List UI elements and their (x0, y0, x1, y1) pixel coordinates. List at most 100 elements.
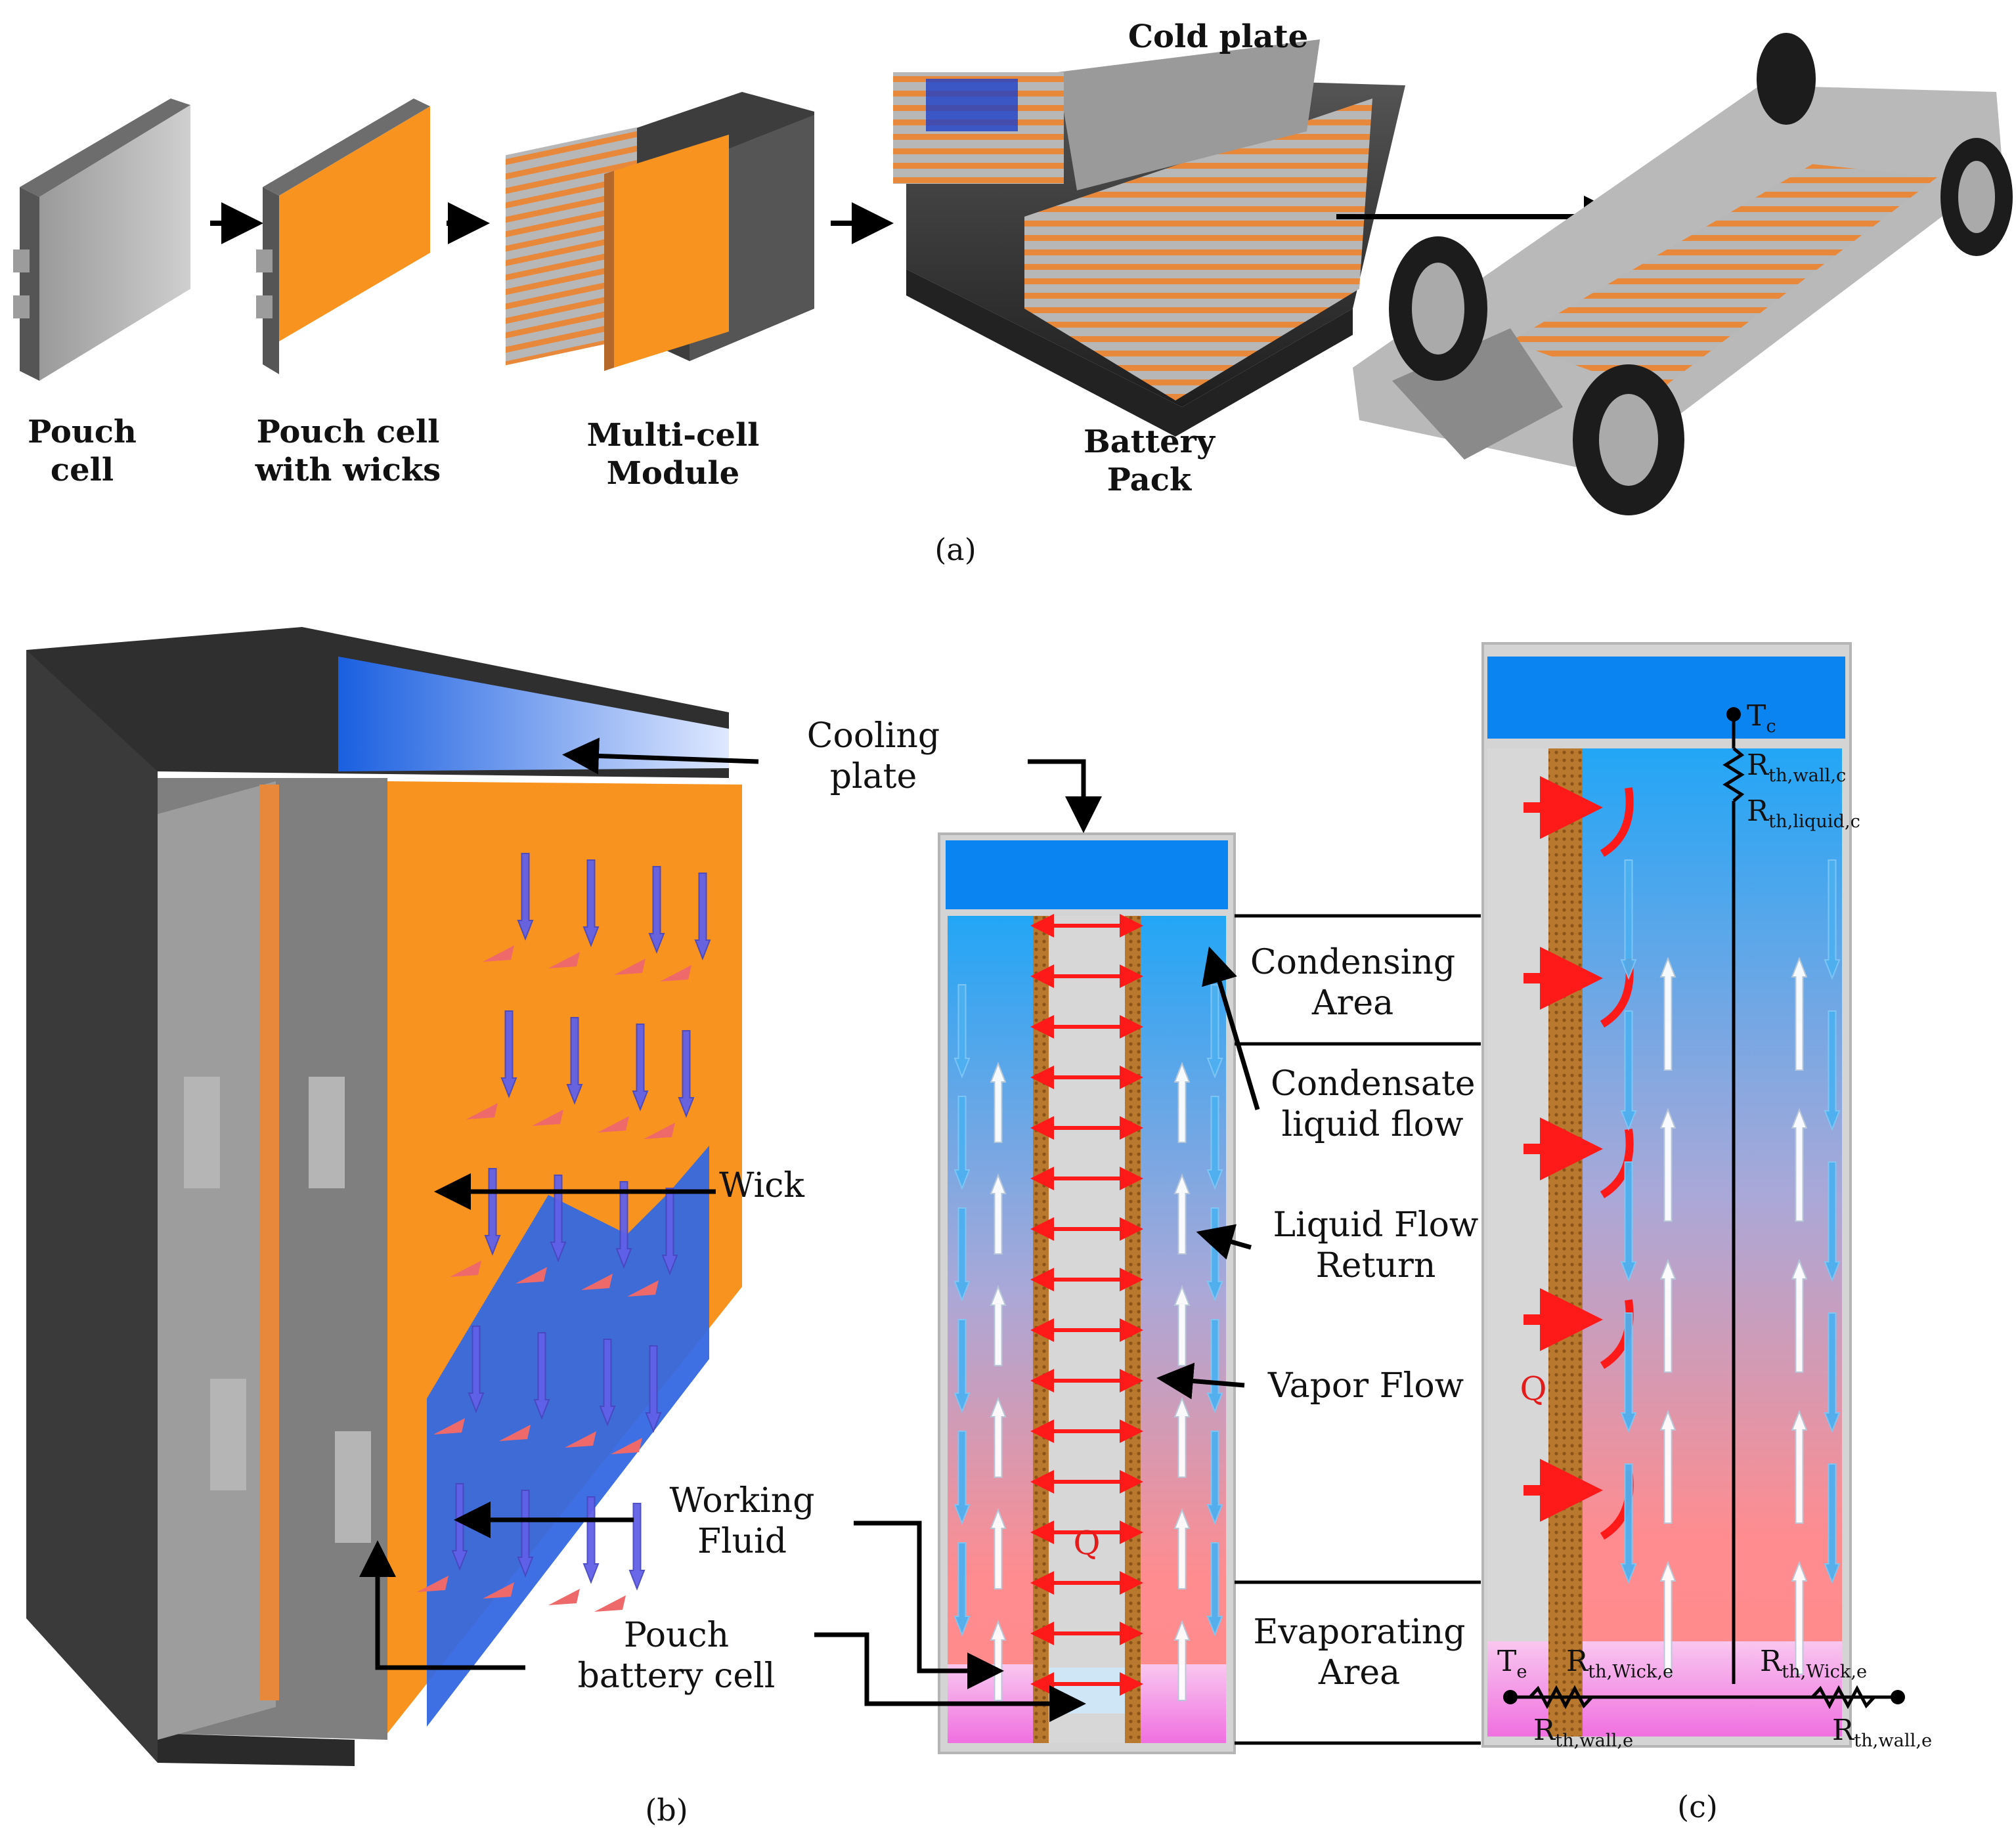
vapor-arrow-c (1791, 957, 1808, 1071)
c-flow-arrows (1620, 859, 1841, 1675)
blue-down-arrow (632, 1024, 649, 1112)
liquid-arrow-c (1824, 859, 1841, 980)
blue-down-arrow (645, 1345, 662, 1433)
liquid-arrow-c (1620, 1463, 1637, 1584)
panel-b (26, 627, 759, 1766)
label-r-wall-e-left: Rth,wall,e (1533, 1714, 1634, 1751)
c-cooling-plate (1487, 657, 1845, 739)
red-side-arrow (548, 952, 580, 968)
liquid-arrow (953, 984, 971, 1079)
panel-middle (814, 759, 1481, 1754)
cell-wick-strip (259, 785, 279, 1700)
vapor-arrow (990, 1396, 1007, 1478)
vapor-arrow (1173, 1508, 1191, 1589)
red-side-arrow (483, 1582, 514, 1599)
cold-plate-label: Cold plate (1128, 18, 1308, 55)
blue-down-arrow (694, 873, 711, 961)
vapor-arrow-c (1659, 1259, 1676, 1373)
red-side-arrow (417, 1576, 449, 1592)
battery-pack-graphic (893, 39, 1405, 437)
vapor-arrow (1173, 1173, 1191, 1255)
tab-3 (210, 1379, 246, 1490)
red-side-arrow (594, 1595, 626, 1612)
pointer-working-fluid-mid (854, 1521, 1004, 1689)
label-tc: Tc (1747, 699, 1776, 737)
liquid-arrow-c (1824, 1161, 1841, 1282)
red-side-arrow (565, 1431, 596, 1448)
node-te (1503, 1690, 1518, 1704)
red-side-arrow (660, 965, 691, 982)
label-r-wick-e-right: Rth,Wick,e (1760, 1645, 1868, 1682)
red-side-arrow (581, 1274, 613, 1290)
liquid-arrow-c (1620, 1312, 1637, 1433)
pointer-condensate (1202, 946, 1260, 1110)
label-r-wick-e-left: Rth,Wick,e (1566, 1645, 1674, 1682)
liquid-arrow (1206, 1096, 1223, 1190)
liquid-arrow-c (1620, 1010, 1637, 1131)
caption-b: (b) (645, 1792, 688, 1828)
mid-center-pool (1049, 1668, 1125, 1714)
blue-down-arrow (550, 1175, 567, 1263)
red-side-arrow (627, 1280, 659, 1297)
caption-a: (a) (934, 532, 976, 567)
node-right (1891, 1690, 1905, 1704)
red-side-arrow (548, 1589, 580, 1605)
evap-curve-c (1600, 787, 1634, 857)
vapor-arrow-c (1659, 1410, 1676, 1524)
label-q-mid: Q (1073, 1524, 1101, 1562)
vapor-arrow-c (1659, 957, 1676, 1071)
blue-down-arrow (648, 866, 665, 954)
vapor-arrow (1173, 1062, 1191, 1143)
pouch-cell-graphic (13, 98, 190, 381)
liquid-arrow-c (1824, 1312, 1841, 1433)
blue-down-arrow (678, 1030, 695, 1118)
vapor-arrow (990, 1508, 1007, 1589)
blue-down-arrow (500, 1010, 517, 1098)
blue-down-arrow (661, 1188, 678, 1276)
liquid-arrow (1206, 1542, 1223, 1637)
liquid-arrow (953, 1431, 971, 1525)
pointer-pouch-mid (814, 1632, 1086, 1722)
vapor-arrow-c (1791, 1561, 1808, 1675)
liquid-arrow (953, 1542, 971, 1637)
pointer-cooling-mid (1028, 759, 1102, 833)
blue-down-arrow (628, 1503, 646, 1591)
label-q-c: Q (1520, 1370, 1547, 1408)
c-wick (1548, 748, 1583, 1737)
car-chassis-graphic (1353, 33, 2013, 515)
label-r-wall-c: Rth,wall,c (1747, 748, 1847, 786)
thermal-network (1510, 716, 1898, 1710)
red-side-arrow (466, 1103, 498, 1119)
mid-heat-arrows (1030, 914, 1143, 1696)
label-vapor-flow: Vapor Flow (1267, 1366, 1464, 1406)
vapor-arrow (1173, 1285, 1191, 1366)
liquid-arrow (1206, 984, 1223, 1079)
liquid-arrow (1206, 1431, 1223, 1525)
panel-c (1481, 642, 1905, 1748)
red-side-arrow (598, 1116, 629, 1133)
liquid-arrow (1206, 1319, 1223, 1414)
pouch-cell-wick-graphic (256, 98, 430, 374)
red-side-arrow (532, 1110, 563, 1126)
mid-cooling-plate (946, 840, 1228, 909)
blue-down-arrow (566, 1017, 583, 1105)
caption-c: (c) (1677, 1789, 1718, 1824)
vapor-arrow-c (1791, 1108, 1808, 1222)
vapor-arrow-c (1659, 1561, 1676, 1675)
label-r-wall-e-right: Rth,wall,e (1832, 1714, 1933, 1751)
pointer-pouch-cell-b (359, 1540, 525, 1670)
liquid-arrow-c (1620, 1161, 1637, 1282)
blue-down-arrow (468, 1326, 485, 1414)
red-side-arrow (614, 959, 646, 975)
red-side-arrow (611, 1438, 642, 1454)
liquid-arrow-c (1824, 1010, 1841, 1131)
red-side-arrow (499, 1425, 531, 1441)
liquid-arrow (953, 1207, 971, 1302)
flow-arrows-b (417, 853, 711, 1612)
